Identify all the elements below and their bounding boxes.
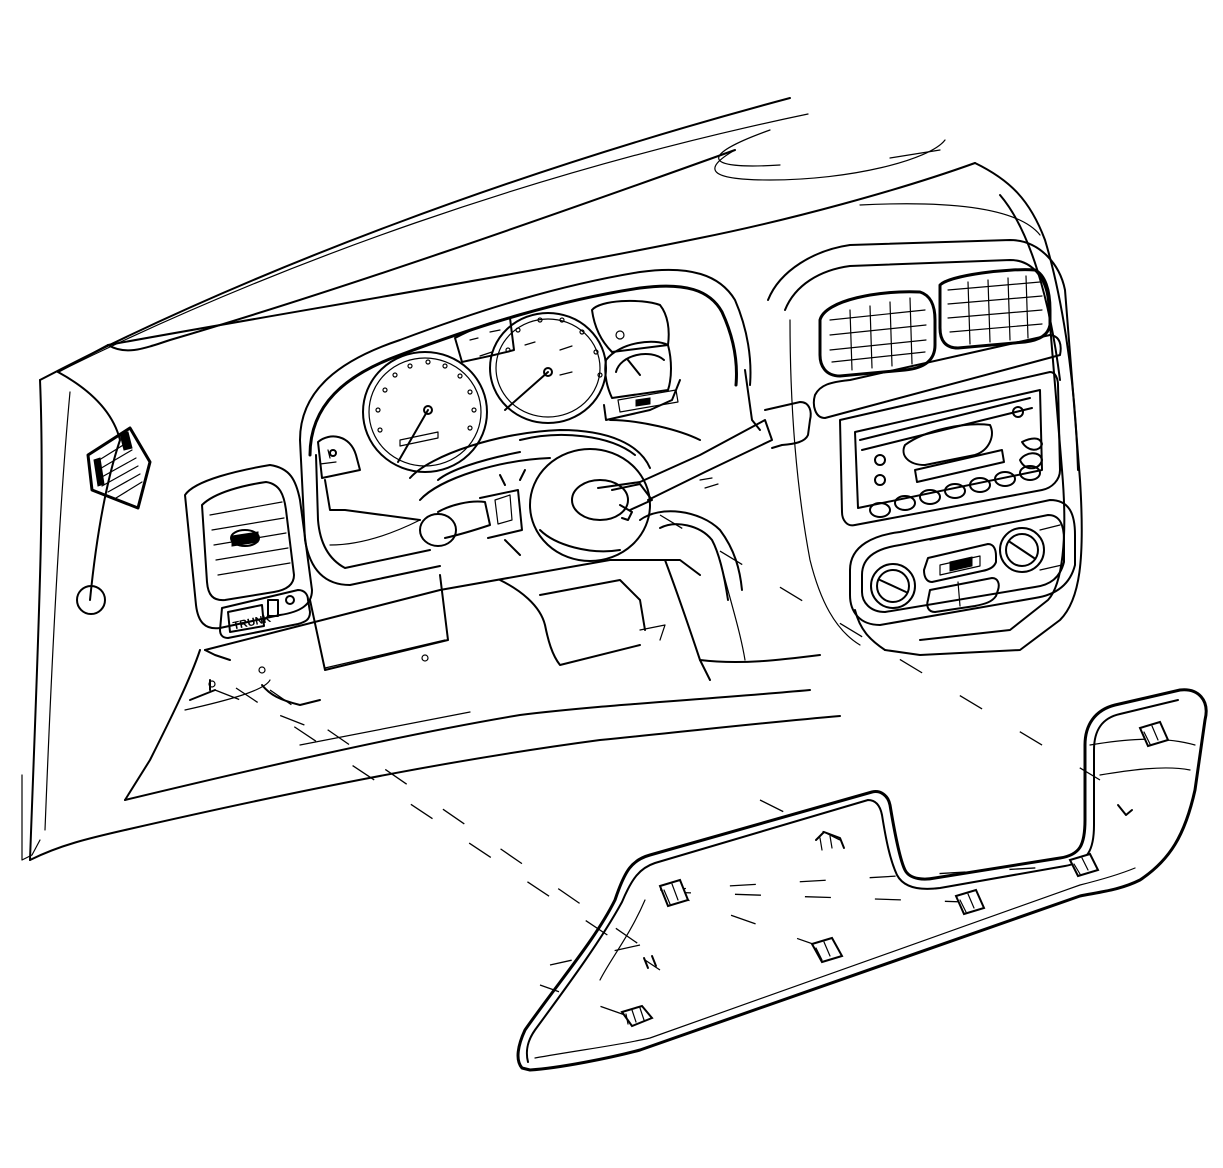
alignment-lines bbox=[215, 515, 1100, 1015]
retaining-clip bbox=[1070, 854, 1098, 876]
retaining-clip bbox=[660, 880, 688, 906]
retaining-clip bbox=[622, 1006, 652, 1026]
instrument-cluster bbox=[300, 270, 760, 585]
trunk-release-switch: TRUNK bbox=[220, 590, 310, 638]
retaining-clip bbox=[956, 890, 984, 914]
left-air-vent bbox=[185, 465, 312, 628]
left-side-vent-grille bbox=[88, 428, 150, 508]
retaining-clip bbox=[1140, 722, 1168, 746]
knee-bolster-trim-panel bbox=[518, 690, 1206, 1070]
retaining-clip bbox=[812, 938, 842, 962]
left-side-access-hole bbox=[77, 586, 105, 614]
center-stack bbox=[768, 240, 1082, 655]
steering-column bbox=[410, 402, 811, 600]
lower-dash-opening bbox=[30, 560, 840, 860]
dashboard-top bbox=[22, 98, 1078, 860]
